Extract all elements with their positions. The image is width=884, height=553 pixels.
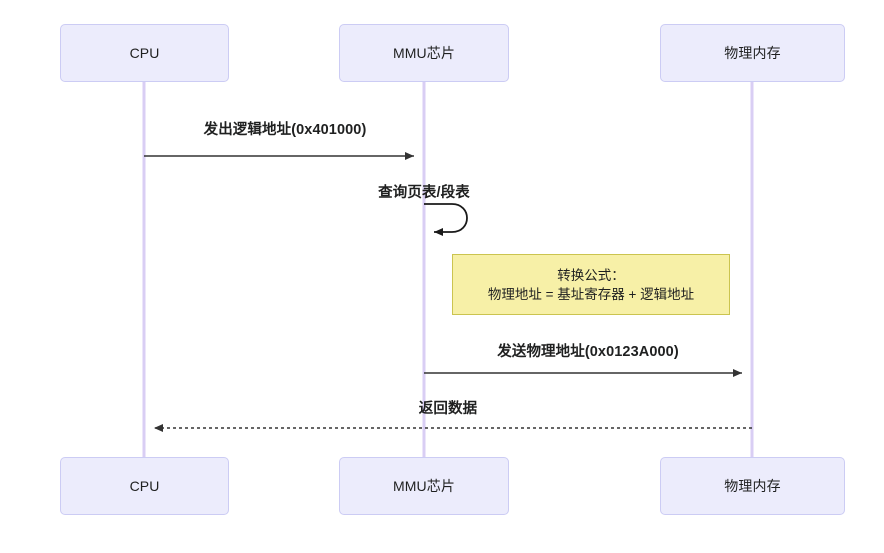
- participant-box-cpu-top[interactable]: CPU: [60, 24, 229, 82]
- participant-box-cpu-bottom[interactable]: CPU: [60, 457, 229, 515]
- participant-label-mmu-bottom: MMU芯片: [393, 478, 455, 494]
- message-label-return-data: 返回数据: [418, 401, 478, 417]
- participant-box-mmu-bottom[interactable]: MMU芯片: [339, 457, 509, 515]
- participant-label-cpu-bottom: CPU: [129, 478, 160, 494]
- message-label-query-page-table: 查询页表/段表: [378, 185, 470, 201]
- note-conversion-formula: 转换公式： 物理地址 = 基址寄存器 + 逻辑地址: [452, 254, 730, 315]
- participant-box-mem-bottom[interactable]: 物理内存: [660, 457, 845, 515]
- note-line-title: 转换公式：: [557, 267, 625, 283]
- message-label-physical-address: 发送物理地址(0x0123A000): [497, 344, 679, 360]
- participant-box-mem-top[interactable]: 物理内存: [660, 24, 845, 82]
- note-line-formula: 物理地址 = 基址寄存器 + 逻辑地址: [487, 286, 695, 302]
- participant-label-mem-bottom: 物理内存: [724, 478, 781, 494]
- arrow-msg-query-page-table: [424, 203, 468, 236]
- participant-box-mmu-top[interactable]: MMU芯片: [339, 24, 509, 82]
- participant-label-mmu-top: MMU芯片: [393, 45, 455, 61]
- participant-label-cpu-top: CPU: [129, 45, 160, 61]
- participant-label-mem-top: 物理内存: [724, 45, 781, 61]
- message-label-logical-address: 发出逻辑地址(0x401000): [203, 122, 367, 138]
